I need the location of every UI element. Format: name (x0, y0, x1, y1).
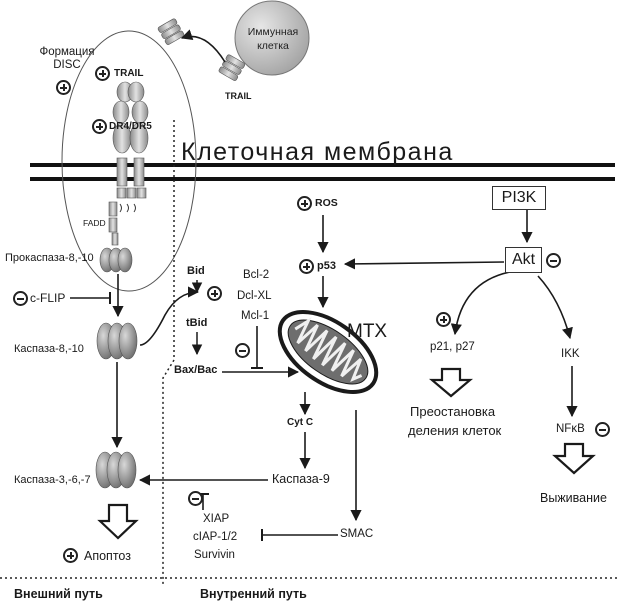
plus-circle-icon (297, 196, 312, 211)
procaspase-label: Прокаспаза-8,-10 (5, 252, 94, 264)
plus-circle-icon (92, 119, 107, 134)
plus-circle-icon (63, 548, 78, 563)
xiap-label: XIAP (203, 513, 230, 525)
trail-ligand-cell (218, 54, 246, 81)
cytc-label: Cyt C (287, 417, 314, 428)
fadd-label: FADD (83, 218, 106, 228)
arrest-arrow (428, 367, 474, 398)
bclxl-label: Dcl-XL (237, 290, 272, 302)
ikk-label: IKK (561, 348, 580, 360)
caspase8-cluster (96, 322, 138, 360)
trail-cell-label: TRAIL (225, 91, 252, 101)
ros-label: ROS (315, 197, 338, 209)
nfkb-label: NFκB (556, 423, 585, 435)
caspase9-label: Каспаза-9 (272, 472, 330, 486)
immune-cell-label: Иммунная клетка (247, 26, 299, 52)
caspase3-cluster (95, 451, 137, 489)
mtx-label: MTX (347, 321, 388, 342)
cell-membrane (30, 163, 615, 181)
pi3k-label: PI3K (501, 189, 537, 206)
minus-circle-icon (595, 422, 610, 437)
disc-formation-label: Формация DISC (39, 46, 95, 71)
external-pathway-label: Внешний путь (14, 587, 103, 601)
plus-circle-icon (299, 259, 314, 274)
minus-circle-icon (188, 491, 203, 506)
bcl2-label: Bcl-2 (243, 269, 270, 281)
minus-circle-icon (546, 253, 561, 268)
ciap-label: cIAP-1/2 (193, 531, 238, 543)
cflip-label: c-FLIP (30, 291, 66, 305)
arrest-label-line2: деления клеток (408, 423, 502, 438)
p53-label: p53 (317, 260, 336, 272)
death-receptor (112, 81, 149, 199)
minus-circle-icon (235, 343, 250, 358)
survivin-label: Survivin (194, 549, 235, 561)
bid-label: Bid (187, 265, 205, 277)
trail-receptor-label: TRAIL (114, 68, 144, 79)
procaspase-cluster (99, 247, 133, 273)
plus-circle-icon (436, 312, 451, 327)
internal-pathway-label: Внутренний путь (200, 587, 307, 601)
dr-label: DR4/DR5 (109, 121, 152, 132)
arrest-label-line1: Преостановка (410, 404, 496, 419)
p21-label: p21, p27 (430, 341, 475, 353)
apoptosis-label: Апоптоз (84, 549, 131, 563)
minus-circle-icon (13, 291, 28, 306)
fadd-adaptor (108, 201, 136, 246)
plus-circle-icon (56, 80, 71, 95)
survival-arrow (552, 442, 596, 475)
mcl1-label: Mcl-1 (241, 310, 270, 322)
caspase8-label: Каспаза-8,-10 (14, 343, 84, 355)
plus-circle-icon (207, 286, 222, 301)
caspase3-label: Каспаза-3,-6,-7 (14, 474, 91, 486)
mitochondrion (277, 310, 379, 394)
akt-label: Akt (511, 251, 536, 268)
survival-label: Выживание (540, 491, 607, 505)
apoptosis-arrow (97, 503, 139, 540)
smac-label: SMAC (340, 528, 374, 540)
pathway-divider (162, 120, 175, 585)
immune-cell (234, 0, 310, 76)
tbid-label: tBid (186, 317, 208, 329)
membrane-label: Клеточная мембрана (181, 138, 454, 166)
trail-ligand-free (157, 18, 185, 45)
disc-ellipse (61, 30, 197, 292)
akt-box: Akt (505, 247, 542, 273)
pi3k-box: PI3K (492, 186, 546, 210)
baxbac-label: Bax/Bac (174, 364, 218, 376)
plus-circle-icon (95, 66, 110, 81)
arrow-trail-release (180, 29, 226, 63)
